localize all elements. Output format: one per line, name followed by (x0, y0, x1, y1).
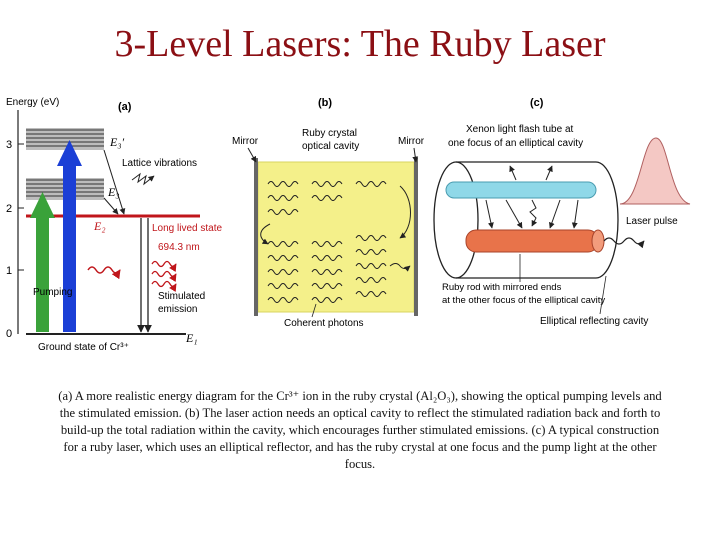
slide-title: 3-Level Lasers: The Ruby Laser (114, 23, 606, 65)
ruby-laser-figure: (a) Energy (eV) 3 2 1 0 E₃′ E₃ (0, 88, 720, 360)
lattice-label: Lattice vibrations (122, 158, 197, 169)
wavelength-label: 694.3 nm (158, 242, 200, 253)
relax-arrow-1 (103, 149, 126, 215)
panel-a-tag: (a) (118, 101, 132, 113)
emitted-photon-wave (151, 270, 177, 283)
ruby-crystal-cavity (257, 161, 415, 313)
emitted-photon-wave (151, 280, 177, 293)
tick-2: 2 (6, 203, 12, 215)
ruby-rod-end (591, 229, 605, 253)
mirror-left-plate (254, 158, 258, 316)
coherent-pointer (311, 303, 317, 318)
panel-c: (c) Xenon light flash tube at one focus … (433, 97, 691, 327)
laser-pulse-label: Laser pulse (626, 216, 678, 227)
ruby-rod (465, 229, 599, 253)
rod-label-2: at the other focus of the elliptical cav… (442, 295, 605, 306)
reflector-pointer (599, 275, 607, 315)
crystal-label-2: optical cavity (302, 141, 359, 152)
tick-0: 0 (6, 328, 12, 340)
laser-output-beam (603, 237, 645, 249)
reflection-arrow-right (399, 185, 411, 239)
tick-1: 1 (6, 265, 12, 277)
coherent-photons-label: Coherent photons (284, 318, 364, 329)
pump-light-arrow (529, 199, 538, 227)
reflection-arrow-left (260, 223, 271, 245)
panel-c-tag: (c) (530, 97, 544, 109)
figure-svg: (a) Energy (eV) 3 2 1 0 E₃′ E₃ (6, 97, 691, 353)
panel-b: (b) Mirror Mirror Ruby crystal optical c… (232, 97, 425, 329)
stimulated-label-2: emission (158, 304, 197, 315)
output-photon-arrow (389, 263, 411, 272)
emitted-photon-wave (151, 260, 177, 273)
level-e3-prime: E₃′ (109, 135, 125, 149)
mirror-left-label: Mirror (232, 136, 259, 147)
pump-light-arrow (509, 165, 517, 181)
e3-prime-band (26, 128, 104, 150)
long-lived-label: Long lived state (152, 223, 222, 234)
lattice-vibration-arrow (131, 172, 155, 186)
photon-waves (267, 181, 387, 303)
pump-light-arrow (545, 165, 553, 181)
pump-light-arrow (505, 199, 523, 229)
stimulated-label-1: Stimulated (158, 291, 205, 302)
mirror-left-pointer (247, 147, 257, 163)
tick-3: 3 (6, 139, 12, 151)
xenon-flash-tube (445, 181, 597, 199)
level-e1: E₁ (185, 331, 198, 345)
crystal-label-1: Ruby crystal (302, 128, 357, 139)
relax-arrow-2 (103, 197, 119, 215)
mirror-right-plate (414, 158, 418, 316)
laser-pulse-shape (619, 137, 691, 205)
elliptical-cavity (456, 161, 619, 279)
pump-light-arrow (571, 199, 579, 229)
xenon-label-1: Xenon light flash tube at (466, 124, 574, 135)
cavity-front-end (433, 161, 479, 279)
ground-state-label: Ground state of Cr³⁺ (38, 342, 129, 353)
mirror-right-pointer (412, 147, 419, 163)
panel-a: (a) Energy (eV) 3 2 1 0 E₃′ E₃ (6, 97, 222, 353)
blue-pump-arrow (57, 140, 82, 332)
pump-light-arrow (548, 199, 561, 229)
level-e2: E₂ (93, 219, 106, 233)
reflector-label: Elliptical reflecting cavity (540, 316, 648, 327)
pump-light-arrow (485, 199, 494, 229)
energy-axis-label: Energy (eV) (6, 97, 59, 108)
green-pump-arrow (30, 192, 55, 332)
mirror-right-label: Mirror (398, 136, 425, 147)
incoming-photon-wave (87, 266, 121, 280)
pumping-label: Pumping (33, 287, 72, 298)
panel-b-tag: (b) (318, 97, 332, 109)
xenon-label-2: one focus of an elliptical cavity (448, 138, 583, 149)
figure-caption: (a) A more realistic energy diagram for … (58, 389, 662, 471)
rod-label-1: Ruby rod with mirrored ends (442, 282, 562, 293)
